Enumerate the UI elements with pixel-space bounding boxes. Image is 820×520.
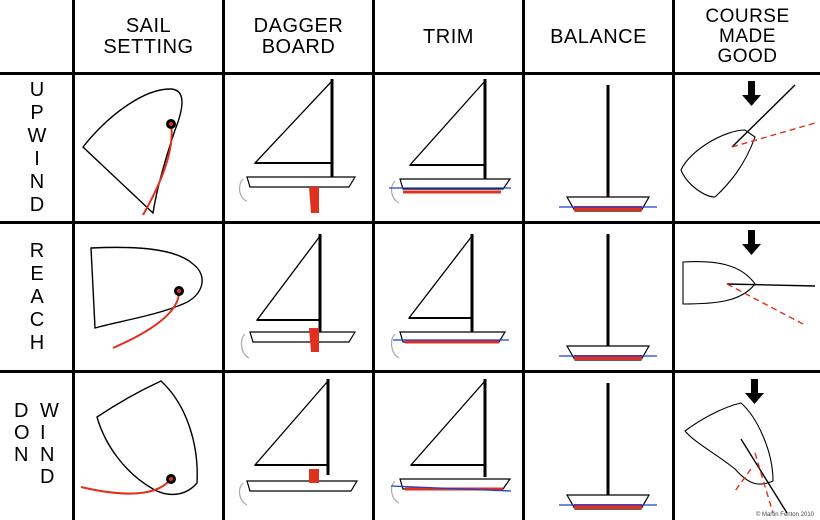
sheet-line <box>142 123 173 216</box>
rudder <box>240 333 250 359</box>
copyright-notice: © Martin Fenton 2010 <box>755 512 814 518</box>
reach-sail-setting <box>75 224 222 370</box>
downwind-course-made-good <box>675 373 820 520</box>
boat-outline <box>684 402 774 485</box>
mainsail <box>409 380 486 466</box>
reach-dagger-board <box>225 224 372 370</box>
reach-trim <box>375 224 522 370</box>
sail-shape <box>96 380 198 496</box>
grid-line <box>222 0 225 520</box>
mainsail <box>408 80 486 166</box>
grid-line <box>0 221 820 224</box>
upwind-trim <box>375 75 522 221</box>
course-line <box>726 283 804 325</box>
hull <box>246 176 357 188</box>
reach-course-made-good <box>675 224 820 370</box>
mainsail <box>253 380 329 466</box>
grid-line <box>0 72 820 75</box>
sail-shape <box>82 88 183 215</box>
course-line <box>734 468 752 492</box>
header-dagger-board: DAGGER BOARD <box>253 15 344 58</box>
mainsail <box>407 235 473 319</box>
wind-arrow-icon <box>742 81 761 106</box>
heading-line <box>731 84 796 148</box>
downwind-dagger-board <box>225 373 372 520</box>
wind-arrow-icon <box>745 379 764 404</box>
hull-red <box>574 206 642 211</box>
boat-outline <box>682 261 756 305</box>
daggerboard <box>309 187 319 213</box>
mainsail <box>255 235 321 321</box>
rudder <box>238 482 248 506</box>
header-balance: BALANCE <box>550 25 647 48</box>
upwind-dagger-board <box>225 75 372 221</box>
hull <box>399 178 512 190</box>
upwind-balance <box>525 75 672 221</box>
waterline-blue <box>390 485 512 492</box>
row-label-downwind-right: W I N D <box>40 400 59 488</box>
grid-line <box>372 0 375 520</box>
reach-balance <box>525 224 672 370</box>
daggerboard <box>309 328 319 352</box>
header-sail-setting: SAIL SETTING <box>103 15 194 58</box>
hull <box>246 480 359 492</box>
sail-shape <box>90 246 203 329</box>
course-line <box>731 122 816 148</box>
downwind-trim <box>375 373 522 520</box>
heading-line <box>740 438 788 514</box>
header-course-made-good: COURSE MADE GOOD <box>705 6 790 67</box>
sheet-line <box>80 478 172 495</box>
wind-arrow-icon <box>742 230 761 255</box>
rudder <box>390 180 400 204</box>
hull-red <box>574 504 642 509</box>
hull-red <box>574 355 642 360</box>
header-trim: TRIM <box>423 25 474 48</box>
row-label-downwind-left: D O N <box>14 400 30 466</box>
daggerboard <box>309 469 319 483</box>
downwind-sail-setting <box>75 373 222 520</box>
boat-outline <box>680 129 756 198</box>
sheet-line <box>112 290 181 349</box>
course-line <box>754 452 774 514</box>
rudder <box>390 480 400 504</box>
rudder <box>390 333 400 359</box>
upwind-course-made-good <box>675 75 820 221</box>
mainsail <box>253 80 333 164</box>
grid-line <box>522 0 525 520</box>
rudder <box>238 178 248 202</box>
downwind-balance <box>525 373 672 520</box>
grid-line <box>672 0 675 520</box>
grid-line <box>0 370 820 373</box>
hull <box>249 331 357 343</box>
heading-line <box>726 283 816 287</box>
grid-line <box>72 0 75 520</box>
upwind-sail-setting <box>75 75 222 221</box>
